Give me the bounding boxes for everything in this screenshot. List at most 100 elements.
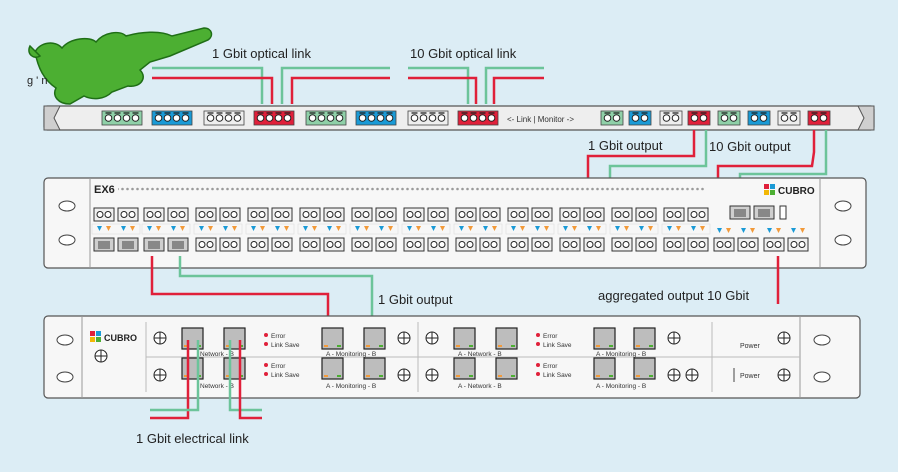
port-connector: [490, 211, 498, 218]
screw-icon: [777, 368, 791, 382]
sfp-port: [455, 207, 477, 222]
patch-module-body: [253, 110, 295, 126]
port-connector: [131, 114, 140, 122]
error-led: [536, 333, 540, 337]
status-led: [700, 226, 705, 231]
port-connector: [438, 211, 446, 218]
sfp-port: [559, 207, 581, 222]
port-connector: [759, 114, 768, 122]
monitor-port: [321, 357, 344, 380]
port-connector: [518, 211, 526, 218]
port-connector: [310, 211, 318, 218]
port-connector: [662, 114, 671, 122]
patch-module-body: [101, 110, 143, 126]
sfp-port: [479, 237, 501, 252]
port-body: [495, 327, 518, 350]
status-led: [97, 226, 102, 231]
brand-label-switch: CUBRO: [778, 186, 815, 197]
port-connector: [466, 241, 474, 248]
port-connector: [466, 211, 474, 218]
monitor-port: [363, 357, 386, 380]
port-connector: [282, 211, 290, 218]
monitor-port: [633, 327, 656, 350]
port-connector: [594, 241, 602, 248]
status-led: [121, 226, 126, 231]
port-led: [226, 345, 230, 347]
port-connector: [222, 211, 230, 218]
sfp-plus-port: [713, 237, 735, 252]
cubro-logo-switch: CUBRO: [764, 184, 815, 197]
port-connector: [406, 241, 414, 248]
monitor-port: [223, 357, 246, 380]
port-connector: [542, 241, 550, 248]
port-led: [324, 375, 328, 377]
led-row: [453, 223, 503, 235]
status-led: [440, 226, 445, 231]
port-connector: [170, 211, 178, 218]
port-connector: [250, 241, 258, 248]
monitoring-label: A - Monitoring - B: [326, 383, 376, 390]
port-connector: [690, 114, 699, 122]
patch-module: [687, 110, 711, 126]
port-connector: [104, 211, 112, 218]
port-connector: [690, 241, 698, 248]
patch-module: [628, 110, 652, 126]
status-led: [596, 226, 601, 231]
port-body: [363, 357, 386, 380]
sfp-port: [611, 237, 633, 252]
screw-icon: [777, 331, 791, 345]
port-connector: [224, 114, 233, 122]
status-led: [327, 226, 332, 231]
status-led: [260, 226, 265, 231]
sfp-port: [195, 237, 217, 252]
monitor-port: [593, 357, 616, 380]
port-connector: [570, 211, 578, 218]
port-led: [337, 345, 341, 347]
port-body: [453, 357, 476, 380]
port-connector: [282, 241, 290, 248]
status-led: [180, 226, 185, 231]
screw-icon: [153, 331, 167, 345]
port-led: [498, 375, 502, 377]
rj45-socket: [122, 241, 134, 249]
port-led: [636, 375, 640, 377]
vent-grille: [118, 186, 704, 192]
patch-module: [305, 110, 347, 126]
port-led: [498, 345, 502, 347]
status-led: [767, 228, 772, 233]
port-connector: [671, 114, 680, 122]
patch-module: [807, 110, 831, 126]
port-connector: [469, 114, 478, 122]
label-1g-electrical: 1 Gbit electrical link: [136, 431, 249, 446]
port-connector: [542, 211, 550, 218]
sfp-port: [299, 207, 321, 222]
sfp-port: [507, 237, 529, 252]
port-connector: [810, 114, 819, 122]
rj45-socket: [734, 209, 746, 217]
sfp-port: [375, 207, 397, 222]
error-label: Error: [543, 333, 558, 340]
status-led: [624, 226, 629, 231]
port-led: [609, 375, 613, 377]
port-connector: [438, 241, 446, 248]
port-connector: [699, 114, 708, 122]
monitoring-label: A - Monitoring - B: [326, 351, 376, 358]
status-led: [223, 226, 228, 231]
patch-module: [203, 110, 245, 126]
status-led: [388, 226, 393, 231]
screw-icon: [397, 331, 411, 345]
error-label: Error: [271, 363, 286, 370]
screw-icon: [94, 349, 108, 363]
rack-ear-hole: [56, 371, 74, 383]
port-connector: [354, 211, 362, 218]
port-led: [649, 375, 653, 377]
port-connector: [274, 211, 282, 218]
power-label: Power: [740, 343, 761, 350]
rj45-socket: [98, 241, 110, 249]
port-connector: [410, 114, 419, 122]
sfp-port: [271, 207, 293, 222]
port-led: [596, 345, 600, 347]
sfp-port: [531, 237, 553, 252]
port-connector: [638, 211, 646, 218]
status-led: [691, 226, 696, 231]
